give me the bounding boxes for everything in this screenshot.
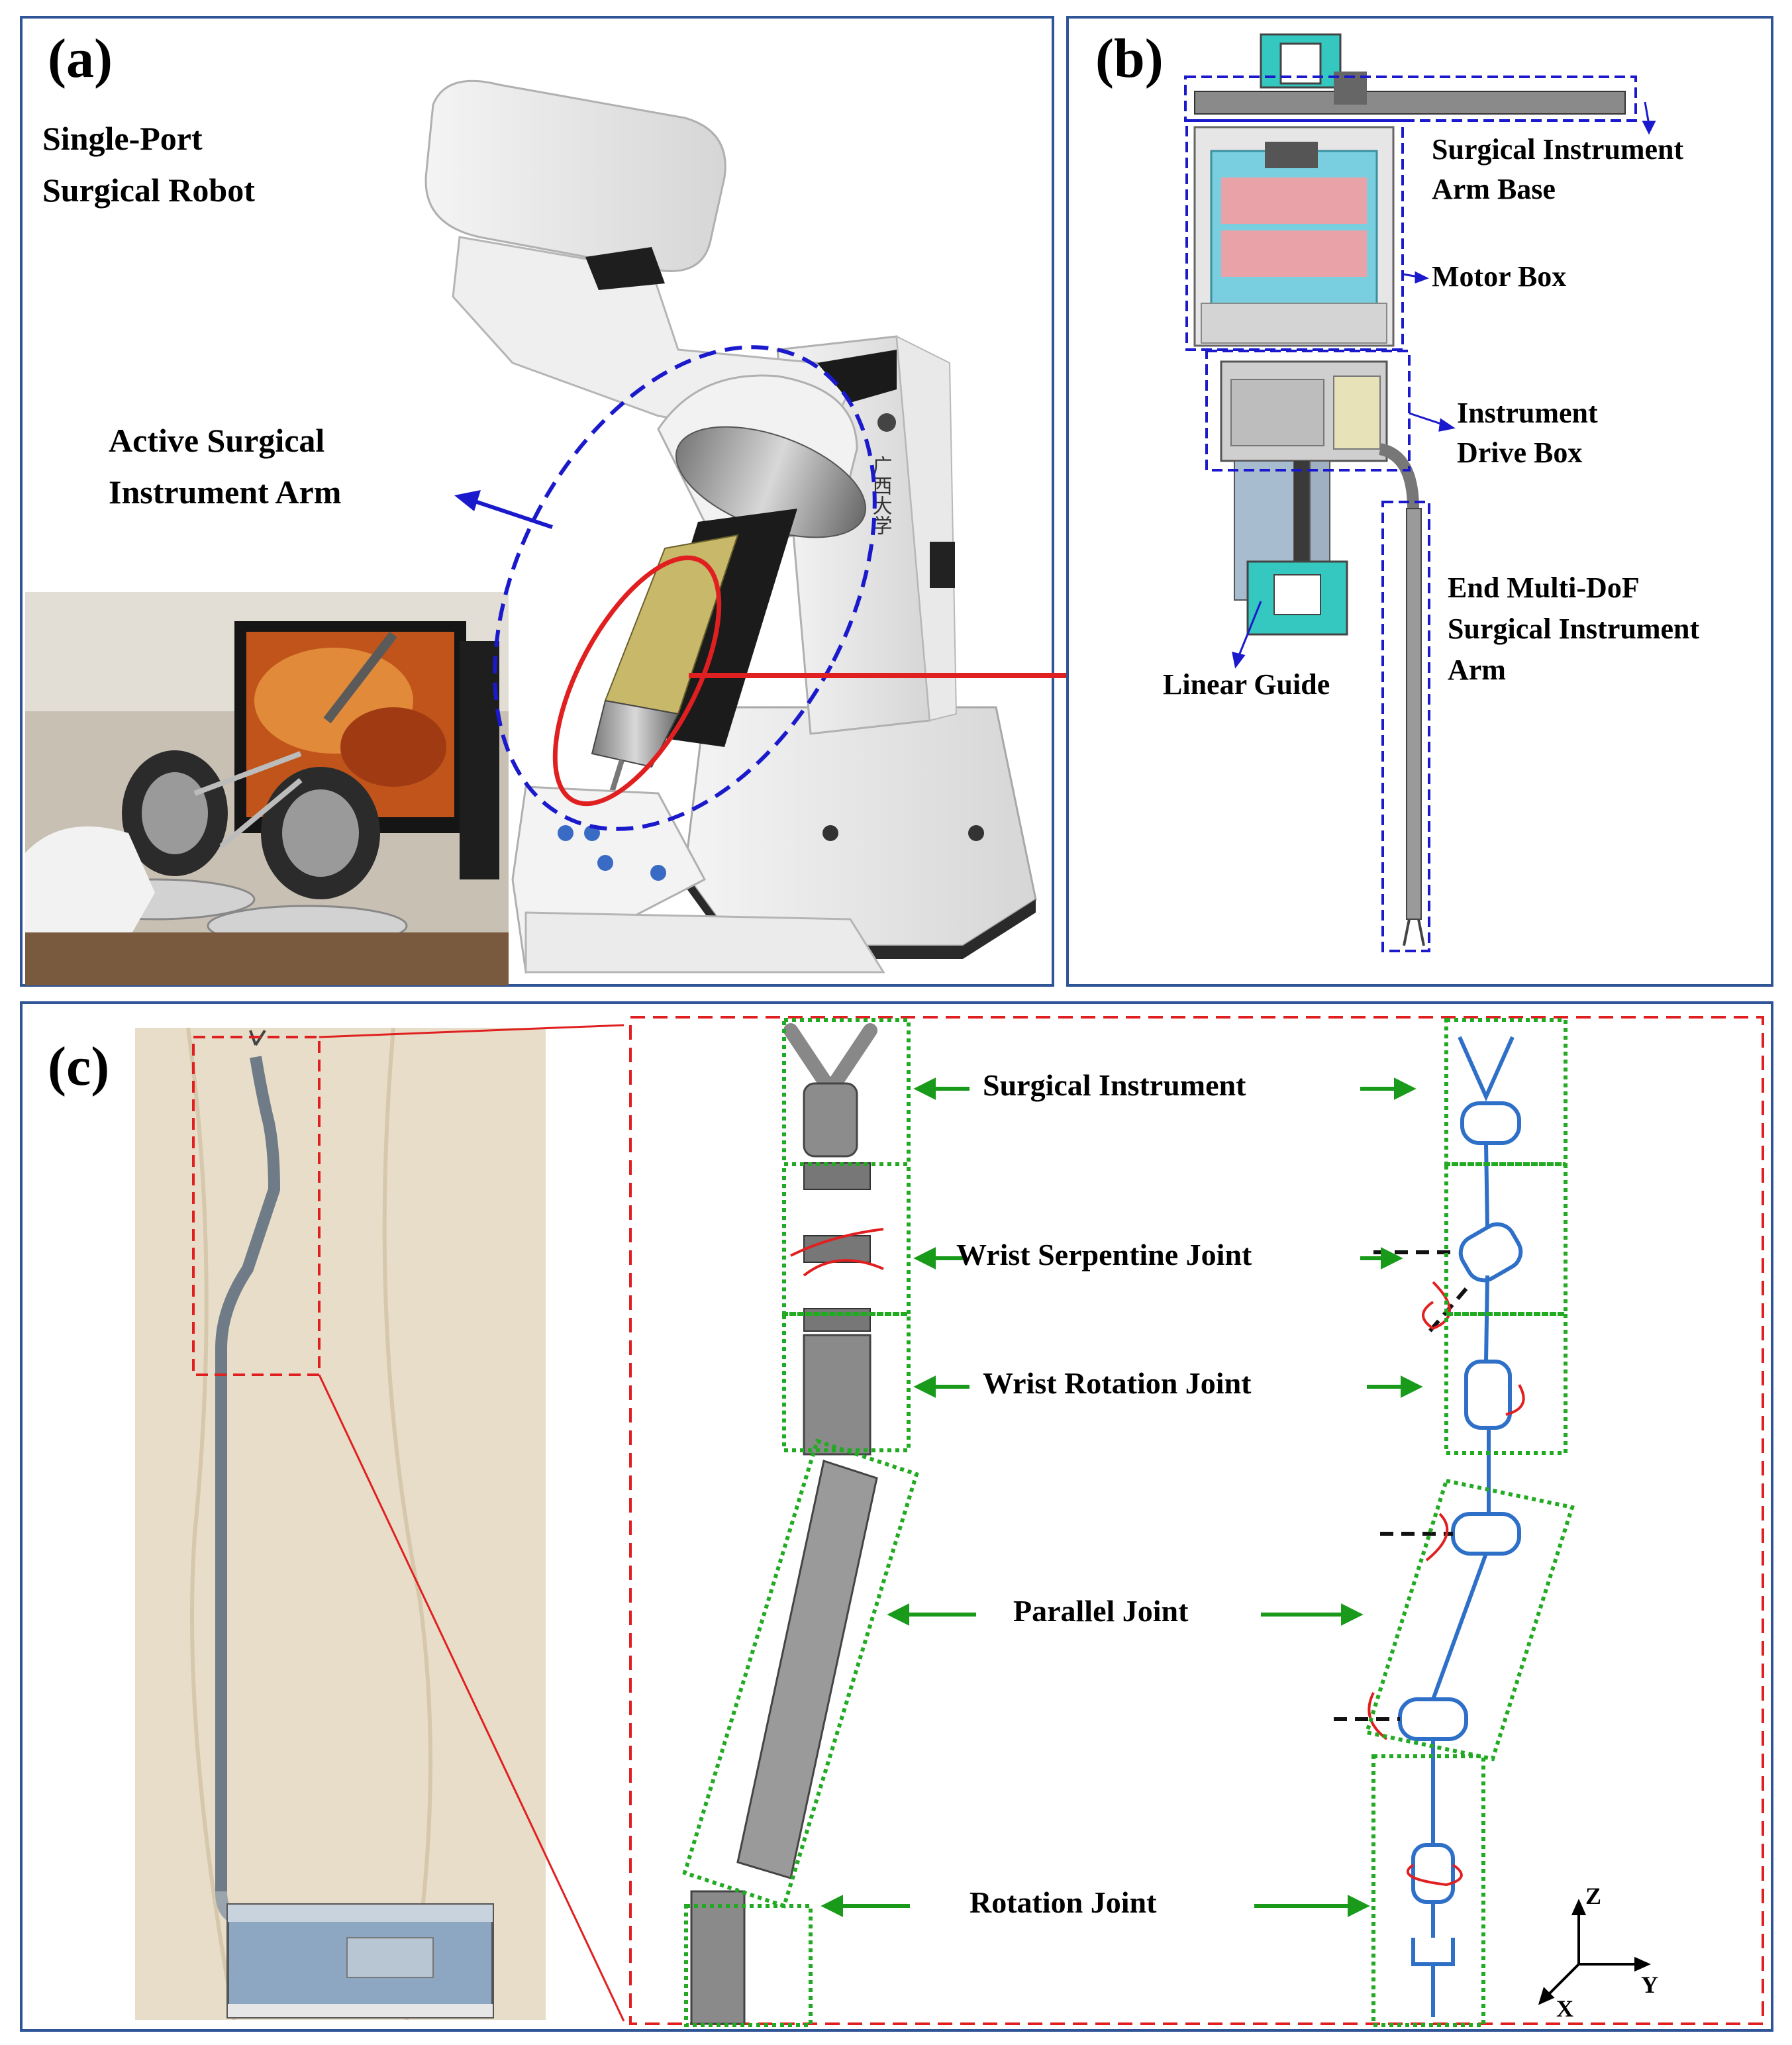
arm-base-cad [1194,33,1626,115]
trocar-platform [511,785,885,974]
axis-z-label: Z [1585,1883,1602,1909]
drive-box-label-line1: Instrument [1457,397,1598,429]
console-photo-inset [25,592,509,985]
drive-box-box [1205,350,1411,472]
panel-a: (a) Single-Port Surgical Robot Active Su… [20,16,1054,987]
instrument-photo [135,1027,546,2020]
cad-serpentine-arrows [790,1228,884,1277]
instrument-arm-highlight [493,345,877,831]
coordinate-frame [1538,1899,1651,2005]
cad-box-rotation [684,1904,813,2027]
robot-upper-arm [424,79,897,444]
rotation-joint-label: Rotation Joint [970,1885,1157,1919]
cad-box-serpentine [782,1162,911,1316]
cad-box-wrist-rotation [782,1312,911,1452]
wrist-serpentine-label: Wrist Serpentine Joint [956,1238,1252,1272]
parallel-joint-label: Parallel Joint [1013,1594,1189,1628]
axis-x-label: X [1556,1995,1573,2022]
callout-leaders [1232,101,1656,669]
schematic-box-rotation [1371,1754,1485,2027]
panel-b-label: (b) [1095,28,1164,89]
arm-base-box [1184,75,1637,122]
arm-label-line1: Active Surgical [109,422,325,459]
zoom-region-box [192,1036,321,1376]
drive-box-label-line2: Drive Box [1457,436,1583,469]
callout-boxes [1184,75,1637,952]
arm-callout-arrow [454,490,553,529]
linear-guide-cad [1234,460,1348,636]
arm-base-label-line2: Arm Base [1432,173,1556,205]
surgical-instrument-label: Surgical Instrument [983,1068,1246,1102]
kinematic-schematic [1398,1036,1523,2017]
robot-illustration: 广西大学 [25,79,1037,985]
end-shaft-cad [1378,443,1425,946]
end-arm-box [1381,501,1430,952]
arm-base-label-line1: Surgical Instrument [1432,133,1684,166]
joint-diagram [135,1016,1764,2027]
zoom-frame [629,1016,1764,2025]
schematic-box-wrist-rotation [1444,1312,1568,1455]
zoom-line-bottom [318,1374,625,2022]
end-arm-label-line1: End Multi-DoF [1448,572,1640,604]
axis-y-label: Y [1641,1971,1658,1998]
motor-box-label: Motor Box [1432,260,1567,293]
label-arrows [821,1077,1423,1917]
schematic-box-parallel [1364,1478,1575,1762]
linear-guide-label: Linear Guide [1163,668,1330,701]
wrist-rotation-label: Wrist Rotation Joint [983,1366,1252,1400]
schematic-box-instrument [1444,1018,1568,1166]
motor-box-cad [1193,126,1395,347]
panel-c: (c) [20,1001,1773,2032]
drive-box-cad [1220,360,1388,462]
panel-b: (b) Surgical Instrument Arm Base Motor B… [1066,16,1773,987]
robot-title-line2: Surgical Robot [42,172,255,209]
cad-joint-boxes [682,1018,919,2027]
zoom-line-top [319,1024,624,1038]
instrument-arm-cad [1184,33,1656,952]
schematic-rotation-arrows [1368,1281,1525,1887]
arm-label-line2: Instrument Arm [109,474,342,511]
end-arm-label-line2: Surgical Instrument [1448,613,1700,645]
instrument-arm-column [591,509,797,815]
schematic-joint-boxes [1364,1018,1575,2027]
instrument-arm-head: 广西大学 [657,374,896,550]
robot-title-line1: Single-Port [42,120,203,157]
end-arm-highlight [552,555,722,807]
end-arm-label-line3: Arm [1448,654,1506,686]
panel-a-label: (a) [48,28,113,89]
panel-c-label: (c) [48,1036,110,1097]
